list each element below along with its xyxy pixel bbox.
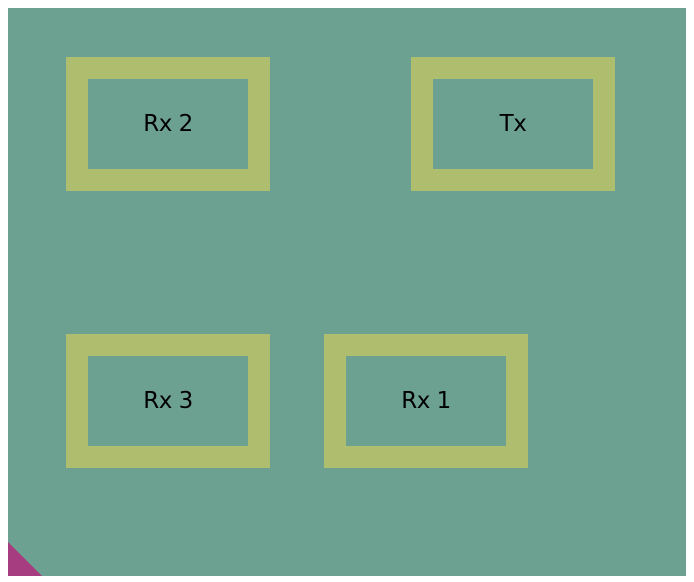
antenna-rx2-label: Rx 2 — [143, 111, 193, 137]
antenna-rx2: Rx 2 — [66, 57, 270, 191]
corner-marker — [8, 542, 42, 576]
antenna-rx1-label: Rx 1 — [401, 388, 451, 414]
antenna-rx3: Rx 3 — [66, 334, 270, 468]
antenna-tx-label: Tx — [499, 111, 527, 137]
antenna-rx3-label: Rx 3 — [143, 388, 193, 414]
antenna-board: Rx 2 Tx Rx 3 Rx 1 — [8, 8, 686, 576]
antenna-tx: Tx — [411, 57, 615, 191]
antenna-rx1: Rx 1 — [324, 334, 528, 468]
